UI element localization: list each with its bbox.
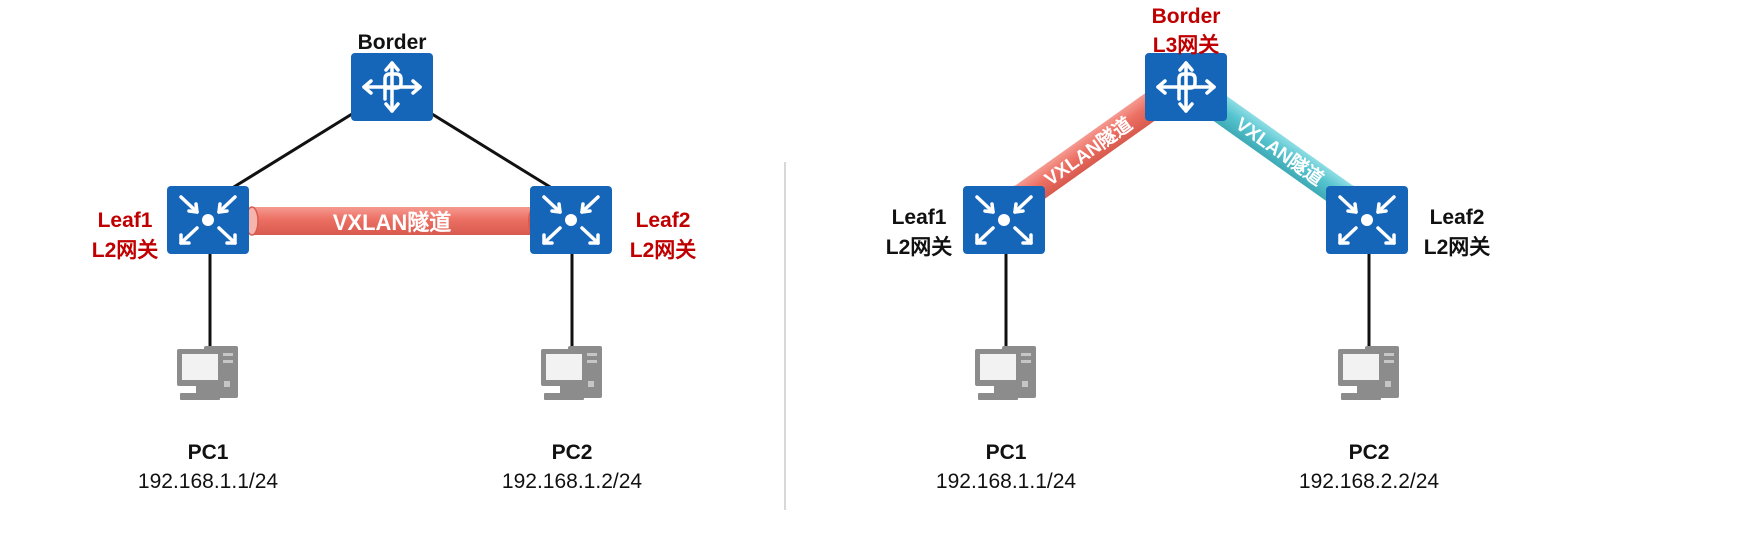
tunnel-label: VXLAN隧道 — [1231, 112, 1328, 190]
left-topology: VXLAN隧道 — [165, 51, 614, 400]
pc-icon — [177, 346, 238, 400]
pc-icon — [975, 346, 1036, 400]
pc1-label: PC1 — [187, 441, 229, 464]
leaf2-role: L2网关 — [1423, 236, 1491, 259]
tunnel-label: VXLAN隧道 — [333, 210, 452, 235]
link-border-leaf2 — [431, 112, 556, 192]
border-role: L3网关 — [1152, 34, 1220, 57]
pc2-label: PC2 — [1348, 441, 1390, 464]
pc2-ip: 192.168.2.2/24 — [1298, 470, 1440, 493]
border-label: Border — [1151, 5, 1221, 28]
switch-icon — [1324, 184, 1410, 256]
leaf2-label: Leaf2 — [1429, 206, 1485, 229]
leaf2-role: L2网关 — [629, 239, 697, 262]
border-label: Border — [357, 31, 427, 54]
pc-icon — [1338, 346, 1399, 400]
leaf1-label: Leaf1 — [97, 209, 153, 232]
pc1-label: PC1 — [985, 441, 1027, 464]
pc1-ip: 192.168.1.1/24 — [137, 470, 279, 493]
pc1-ip: 192.168.1.1/24 — [935, 470, 1077, 493]
leaf1-role: L2网关 — [91, 239, 159, 262]
leaf2-label: Leaf2 — [635, 209, 691, 232]
right-topology: VXLAN隧道 VXLAN隧道 — [961, 51, 1410, 400]
switch-icon — [528, 184, 614, 256]
pc-icon — [541, 346, 602, 400]
router-icon — [1143, 51, 1229, 123]
link-border-leaf1 — [228, 112, 353, 192]
pc2-ip: 192.168.1.2/24 — [501, 470, 643, 493]
router-icon — [349, 51, 435, 123]
vxlan-tunnel: VXLAN隧道 — [245, 206, 540, 236]
leaf1-label: Leaf1 — [891, 206, 947, 229]
switch-icon — [961, 184, 1047, 256]
tunnel-label: VXLAN隧道 — [1040, 112, 1137, 190]
leaf1-role: L2网关 — [885, 236, 953, 259]
switch-icon — [165, 184, 251, 256]
pc2-label: PC2 — [551, 441, 593, 464]
